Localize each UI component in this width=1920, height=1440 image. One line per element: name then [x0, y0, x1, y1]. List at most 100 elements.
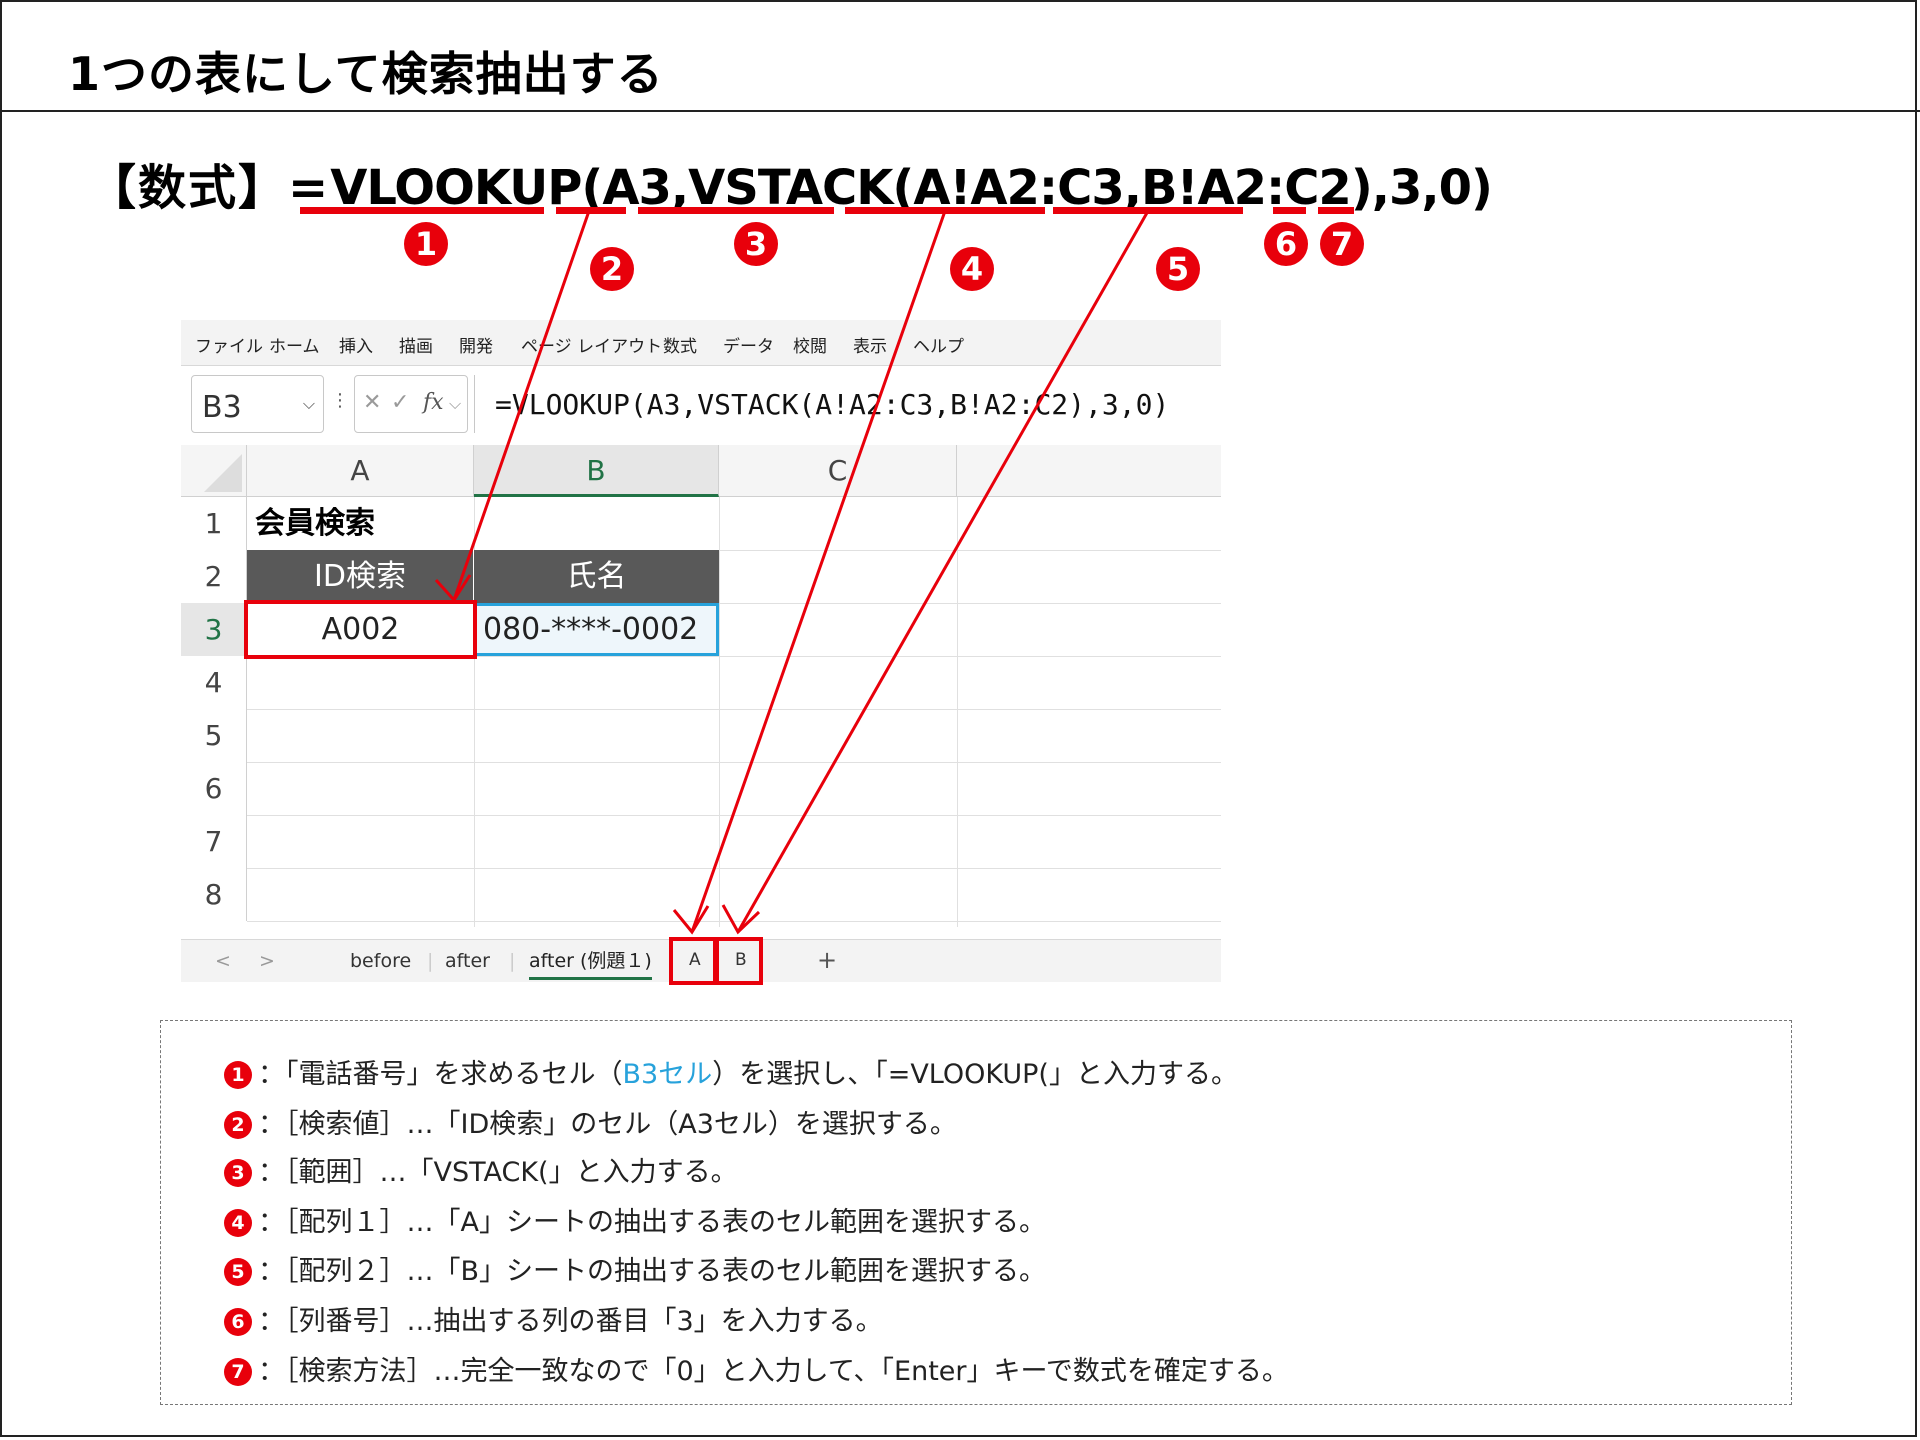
nav-prev-sheet[interactable]: <	[215, 950, 231, 972]
note-2: 2：［検索値］…「ID検索」のセル（A3セル）を選択する。	[224, 1102, 957, 1141]
menu-data[interactable]: データ	[723, 337, 774, 357]
note-marker-4: 4	[224, 1209, 252, 1237]
menu-draw[interactable]: 描画	[399, 337, 433, 357]
gridline	[957, 497, 958, 927]
underline-3	[638, 207, 834, 214]
formula-controls: ✕ ✓ fx ⌵	[354, 375, 468, 433]
sheet-tab-after[interactable]: after	[445, 950, 490, 972]
chevron-down-icon[interactable]: ⌵	[302, 394, 315, 413]
row-header-4[interactable]: 4	[181, 656, 247, 709]
formula-sep2: ,	[1421, 160, 1439, 216]
menu-review[interactable]: 校閲	[793, 337, 827, 357]
column-header-c[interactable]: C	[719, 445, 957, 497]
note-6: 6：［列番号］…抽出する列の番目「3」を入力する。	[224, 1299, 883, 1338]
formula-vlookup: VLOOKUP	[330, 160, 582, 216]
formula-text: 【数式】=VLOOKUP(A3,VSTACK(A!A2:C3,B!A2:C2),…	[88, 148, 1493, 218]
marker-7: 7	[1320, 222, 1364, 266]
note-marker-2: 2	[224, 1111, 252, 1139]
add-sheet-icon[interactable]: +	[817, 946, 838, 974]
explanation-box	[160, 1020, 1792, 1405]
select-all-corner[interactable]	[181, 445, 247, 497]
arrowhead-icon	[721, 904, 761, 935]
sheet-tab-bar: < > before | after | after (例題１) A B +	[181, 939, 1221, 982]
note-3: 3：［範囲］…「VSTACK(」と入力する。	[224, 1150, 738, 1189]
note-5: 5：［配列２］…「B」シートの抽出する表のセル範囲を選択する。	[224, 1249, 1046, 1288]
marker-3: 3	[734, 222, 778, 266]
menu-home[interactable]: ホーム	[269, 337, 320, 357]
excel-window: ファイル ホーム 挿入 描画 開発 ページ レイアウト 数式 データ 校閲 表示…	[181, 320, 1221, 982]
formula-bar[interactable]: =VLOOKUP(A3,VSTACK(A!A2:C3,B!A2:C2),3,0)	[474, 375, 1221, 433]
gridline	[719, 497, 720, 927]
underline-5	[1053, 207, 1243, 214]
arrow-2	[452, 210, 591, 601]
title-bar: 1つの表にして検索抽出する	[0, 0, 1920, 112]
menu-insert[interactable]: 挿入	[339, 337, 373, 357]
menu-help[interactable]: ヘルプ	[913, 337, 964, 357]
gridline	[247, 921, 1221, 922]
formula-a3: (A3,	[581, 160, 689, 216]
row-header-7[interactable]: 7	[181, 815, 247, 868]
arrow-5	[736, 210, 1150, 933]
more-options-icon[interactable]: ⋮	[331, 390, 349, 411]
formula-bar-text: =VLOOKUP(A3,VSTACK(A!A2:C3,B!A2:C2),3,0)	[495, 388, 1170, 421]
page-title: 1つの表にして検索抽出する	[68, 47, 664, 101]
gridline	[247, 709, 1221, 710]
arrowhead-icon	[672, 905, 710, 935]
cell-a3-highlight	[244, 600, 477, 659]
menu-developer[interactable]: 開発	[459, 337, 493, 357]
cell-a3[interactable]: A002	[321, 612, 400, 647]
row-header-5[interactable]: 5	[181, 709, 247, 762]
chevron-down-icon[interactable]: ⌵	[449, 394, 462, 413]
menu-page-layout[interactable]: ページ レイアウト	[521, 337, 663, 357]
cancel-icon[interactable]: ✕	[363, 390, 382, 415]
cell-a1[interactable]: 会員検索	[255, 506, 375, 541]
formula-match-type: 0	[1438, 160, 1472, 216]
note-marker-3: 3	[224, 1159, 252, 1187]
gridline	[474, 497, 475, 927]
sheet-tab-b[interactable]: B	[735, 950, 747, 970]
name-box[interactable]: B3 ⌵	[191, 375, 324, 433]
gridline	[247, 868, 1221, 869]
note-1-highlight: B3セル	[622, 1059, 713, 1090]
column-header-a[interactable]: A	[247, 445, 474, 497]
sheet-tab-after-example1[interactable]: after (例題１)	[529, 946, 652, 980]
formula-col-index: 3	[1389, 160, 1422, 216]
note-marker-5: 5	[224, 1258, 252, 1286]
underline-2	[556, 207, 626, 214]
sheet-tab-before[interactable]: before	[350, 950, 412, 972]
note-3-text: ：［範囲］…「VSTACK(」と入力する。	[258, 1157, 738, 1188]
arrow-4	[690, 210, 947, 933]
menu-view[interactable]: 表示	[853, 337, 887, 357]
column-header-b[interactable]: B	[474, 445, 719, 497]
tab-divider: |	[509, 950, 516, 972]
sheet-tab-a[interactable]: A	[689, 950, 701, 970]
formula-array1: (A!A2:C3,	[892, 160, 1142, 216]
note-marker-1: 1	[224, 1061, 252, 1089]
ribbon-menu: ファイル ホーム 挿入 描画 開発 ページ レイアウト 数式 データ 校閲 表示…	[181, 320, 1221, 366]
cell-a2[interactable]: ID検索	[247, 550, 474, 603]
underline-1	[300, 207, 544, 214]
gridline	[247, 550, 1221, 551]
nav-next-sheet[interactable]: >	[259, 950, 275, 972]
note-1-text-b: ）を選択し、「=VLOOKUP(」と入力する。	[712, 1059, 1238, 1090]
menu-file[interactable]: ファイル	[195, 337, 263, 357]
note-marker-6: 6	[224, 1308, 252, 1336]
enter-icon[interactable]: ✓	[391, 390, 410, 415]
menu-formulas[interactable]: 数式	[663, 337, 697, 357]
row-header-1[interactable]: 1	[181, 497, 247, 550]
note-2-text: ：［検索値］…「ID検索」のセル（A3セル）を選択する。	[258, 1109, 957, 1140]
note-1: 1：「電話番号」を求めるセル（B3セル）を選択し、「=VLOOKUP(」と入力す…	[224, 1052, 1238, 1091]
underline-7	[1318, 207, 1354, 214]
formula-array2: B!A2:C2	[1140, 160, 1352, 216]
row-header-3[interactable]: 3	[181, 603, 247, 656]
row-header-6[interactable]: 6	[181, 762, 247, 815]
cell-b2[interactable]: 氏名	[474, 550, 719, 603]
insert-function-icon[interactable]: fx	[423, 390, 444, 415]
row-header-2[interactable]: 2	[181, 550, 247, 603]
note-4: 4：［配列１］…「A」シートの抽出する表のセル範囲を選択する。	[224, 1200, 1046, 1239]
row-header-8[interactable]: 8	[181, 868, 247, 921]
gridline	[247, 656, 1221, 657]
marker-5: 5	[1156, 247, 1200, 291]
